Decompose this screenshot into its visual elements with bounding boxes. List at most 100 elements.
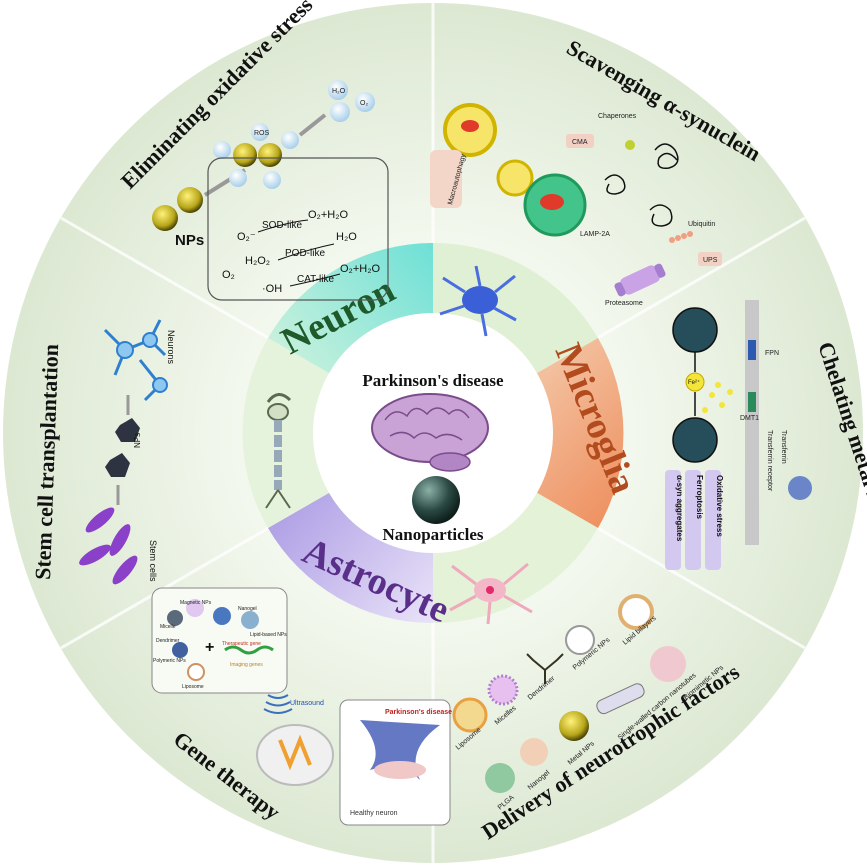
np-icon <box>172 642 188 658</box>
ultrasound-waves <box>263 694 293 714</box>
membrane <box>745 300 759 545</box>
ferroptosis-tag <box>685 470 701 570</box>
np-icon <box>186 599 204 617</box>
nps-label: NPs <box>175 232 204 249</box>
aggregates-tag <box>665 470 681 570</box>
sod-label: SOD-like <box>262 220 302 231</box>
o2-label: O₂ <box>360 100 368 107</box>
np-icon <box>105 453 130 477</box>
fe-ion <box>685 372 705 392</box>
biomimetic-icon <box>650 646 686 682</box>
microglia-cell-icon <box>439 265 517 337</box>
ros-bubble <box>281 131 299 149</box>
magnetic-label: Magnetic NPs <box>180 600 212 606</box>
fe-dots <box>702 382 733 413</box>
h2o-label: H₂O <box>332 88 346 95</box>
ubiquitin-chain <box>669 231 693 243</box>
h2o2: H₂O₂ <box>245 255 270 267</box>
neurons-label: Neurons <box>166 330 176 365</box>
micelle-label: Micelle <box>160 624 176 630</box>
gold-np <box>233 143 257 167</box>
astrocyte-cell-icon <box>449 562 533 625</box>
ubiquitin-label: Ubiquitin <box>688 221 715 228</box>
nanoparticle-sphere <box>412 476 460 524</box>
ups-label: UPS <box>703 257 718 264</box>
gold-np <box>258 143 282 167</box>
h2o-bubble <box>330 102 350 122</box>
arrow <box>298 113 327 137</box>
metal-np-icon <box>559 711 589 741</box>
np-aggregate <box>672 417 718 463</box>
o2-radical: O₂⁻ <box>237 231 256 243</box>
svg-text:+: + <box>205 639 214 656</box>
gold-np <box>177 187 203 213</box>
oxidative-tag <box>705 470 721 570</box>
nps-label: NPs <box>133 433 142 448</box>
oxidative-label: Oxidative stress <box>715 475 724 537</box>
ultrasound-label: Ultrasound <box>290 700 324 707</box>
macroautophagy-tag <box>430 150 462 208</box>
nanogel-label: Nanogel <box>238 606 257 612</box>
lamp-label: LAMP-2A <box>580 231 610 238</box>
np-icon <box>213 607 231 625</box>
proteasome-label: Proteasome <box>605 300 643 307</box>
imaging-label: Imaging genes <box>230 662 263 668</box>
brain-icon <box>371 393 489 472</box>
np-icon <box>241 611 259 629</box>
cat-label: CAT-like <box>297 274 334 285</box>
hydroxyl: ·OH <box>262 283 282 295</box>
pd-label: Parkinson's disease <box>385 709 452 716</box>
synuclein-aggregate <box>604 143 679 227</box>
fe-label: Fe²⁺ <box>688 379 700 386</box>
receptor-label: Transferrin receptor <box>766 430 773 492</box>
o2-start: O₂ <box>222 269 235 281</box>
center-title: Parkinson's disease <box>362 371 504 390</box>
chelating-panel: Fe²⁺ FPN DMT1 Transferrin receptor Trans… <box>665 300 812 570</box>
ros-bubble <box>229 169 247 187</box>
nanogel-icon <box>520 738 548 766</box>
cma-tag <box>566 134 594 148</box>
aggregates-label: α-syn aggregates <box>675 475 684 542</box>
transferrin-fe <box>788 476 812 500</box>
polymeric-label: Polymeric NPs <box>153 658 186 664</box>
plga-icon <box>485 763 515 793</box>
lipid-based-label: Lipid-based NPs <box>250 632 287 638</box>
polymeric-icon <box>565 625 595 655</box>
liposome-label: Liposome <box>182 684 204 690</box>
ros-bubble <box>251 123 269 141</box>
dmt1-channel <box>748 392 756 412</box>
gold-np <box>152 205 178 231</box>
stemcell-panel: Neurons NPs Stem cells <box>79 319 176 585</box>
reaction-arrows <box>257 219 341 287</box>
ros-label: ROS <box>254 130 270 137</box>
stem-label: Stem cells <box>148 540 158 582</box>
center-subtitle: Nanoparticles <box>382 525 483 544</box>
therapeutic-label: Therapeutic gene <box>222 641 261 647</box>
fpn-label: FPN <box>765 350 779 357</box>
autophagosome <box>496 159 534 197</box>
neuron-cell-icon <box>265 393 292 509</box>
pod-label: POD-like <box>285 248 325 259</box>
o2-bubble <box>355 92 375 112</box>
post-synapse <box>374 761 426 779</box>
cat-product: O₂+H₂O <box>340 263 380 275</box>
h2o-bubble <box>328 80 348 100</box>
np-icon <box>167 610 183 626</box>
swcnt-icon <box>596 683 645 715</box>
dendrimer-label: Dendrimer <box>156 638 180 644</box>
sod-product: O₂+H₂O <box>308 209 348 221</box>
ros-bubble <box>263 171 281 189</box>
gene-strand <box>224 645 274 655</box>
ros-bubble <box>213 141 231 159</box>
chaperones-label: Chaperones <box>598 113 637 120</box>
dendrimer-icon <box>526 653 564 684</box>
dmt1-label: DMT1 <box>740 415 759 422</box>
oxidative-panel: NPs ROS H₂O O₂ O₂ O₂⁻ H₂O₂ ·OH SOD-like … <box>152 80 389 301</box>
np-aggregate <box>672 307 718 353</box>
gene-panel: + Magnetic NPs Micelle Nanogel Dendrimer… <box>151 587 452 826</box>
stem-cells-icon <box>79 507 138 585</box>
pod-product: H₂O <box>336 231 357 243</box>
synuclein-panel: Macroautophagy LAMP-2A CMA Chaperones Ub… <box>430 103 722 307</box>
